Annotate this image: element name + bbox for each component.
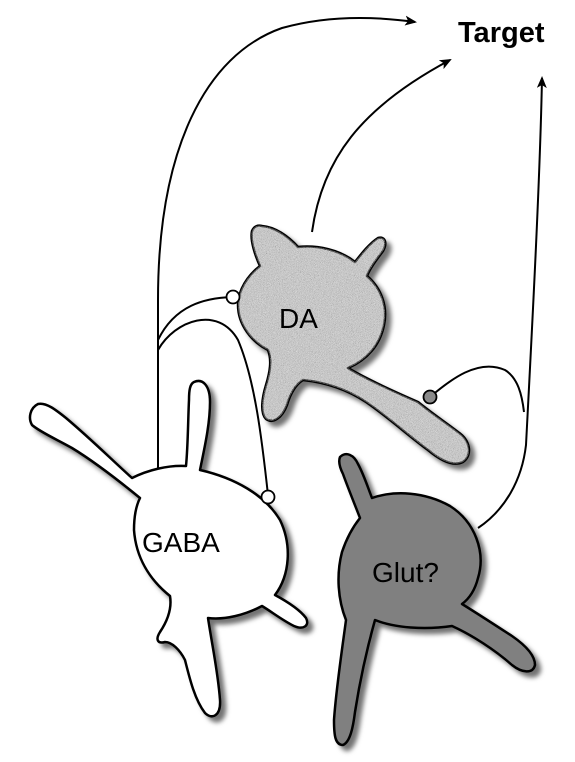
glut-axon-to-target <box>478 78 542 528</box>
synapse-glut-on-da <box>424 391 437 404</box>
da-neuron: DA <box>238 226 469 464</box>
da-label: DA <box>279 303 318 334</box>
glut-to-da-collateral <box>430 367 524 412</box>
target-label: Target <box>458 17 545 49</box>
da-stipple-texture <box>238 226 469 464</box>
glut-neuron: Glut? <box>334 454 535 745</box>
synapse-gaba-on-da <box>227 291 240 304</box>
da-axon-to-target <box>312 60 450 232</box>
synapse-gaba-on-gaba <box>262 491 275 504</box>
gaba-neuron: GABA <box>30 381 307 716</box>
gaba-to-da-collateral <box>158 297 232 340</box>
glut-label: Glut? <box>372 557 439 588</box>
glut-cell-body <box>334 454 535 745</box>
gaba-label: GABA <box>142 527 220 558</box>
